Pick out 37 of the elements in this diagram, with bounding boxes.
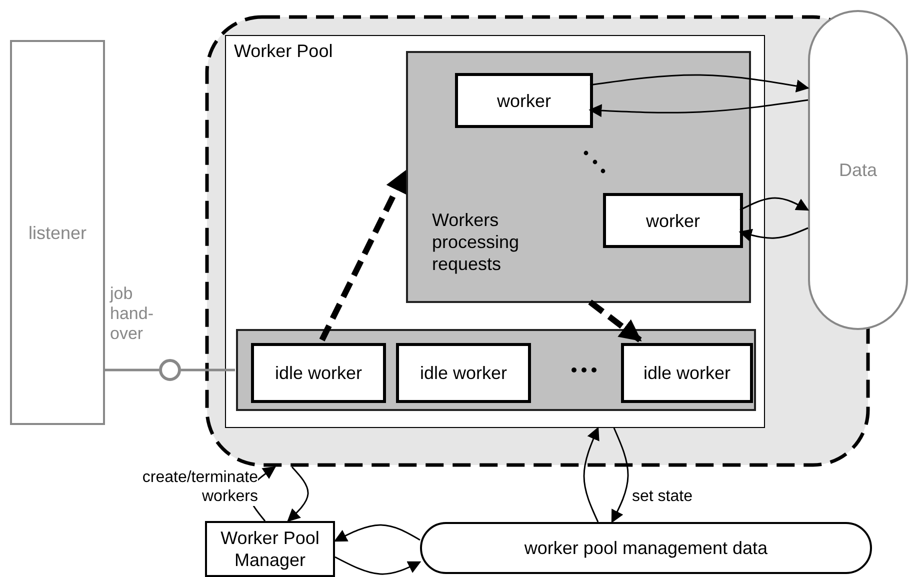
node-label: idle worker [642,362,732,385]
node-label: listener [27,222,88,244]
arrow [583,426,600,522]
node-label: Worker Pool Manager [220,527,320,572]
arrow [740,197,810,211]
arrow [588,99,808,118]
listener-box [10,40,105,425]
group-box [236,329,756,411]
arrow [334,524,420,542]
data-store [420,522,872,574]
node-label: Workers processing requests [432,209,520,275]
arrow [590,74,810,92]
dashed-arrow [588,300,642,342]
node-label: idle worker [418,362,508,385]
interface-circle [159,359,181,381]
process-box [406,51,751,303]
process-box [621,343,753,403]
node-label: worker pool management data [523,537,769,560]
node-label: idle worker [274,362,364,385]
arrow [287,466,309,522]
node-label: Worker Pool [234,40,333,62]
node-label: Data [838,159,878,182]
process-box [251,343,386,403]
node-label: worker [496,90,552,112]
arrow [334,556,422,575]
arrow [738,227,808,242]
interface-label: job hand-over [110,284,154,344]
process-box [396,343,531,403]
process-box [455,73,593,128]
connector-line [181,368,235,372]
dashed-arrow [319,170,408,342]
node-label: worker [644,210,701,232]
connector-line [105,368,159,372]
arrow [611,428,629,524]
pool-box [225,35,765,428]
process-box [205,521,335,577]
process-box [603,193,743,248]
